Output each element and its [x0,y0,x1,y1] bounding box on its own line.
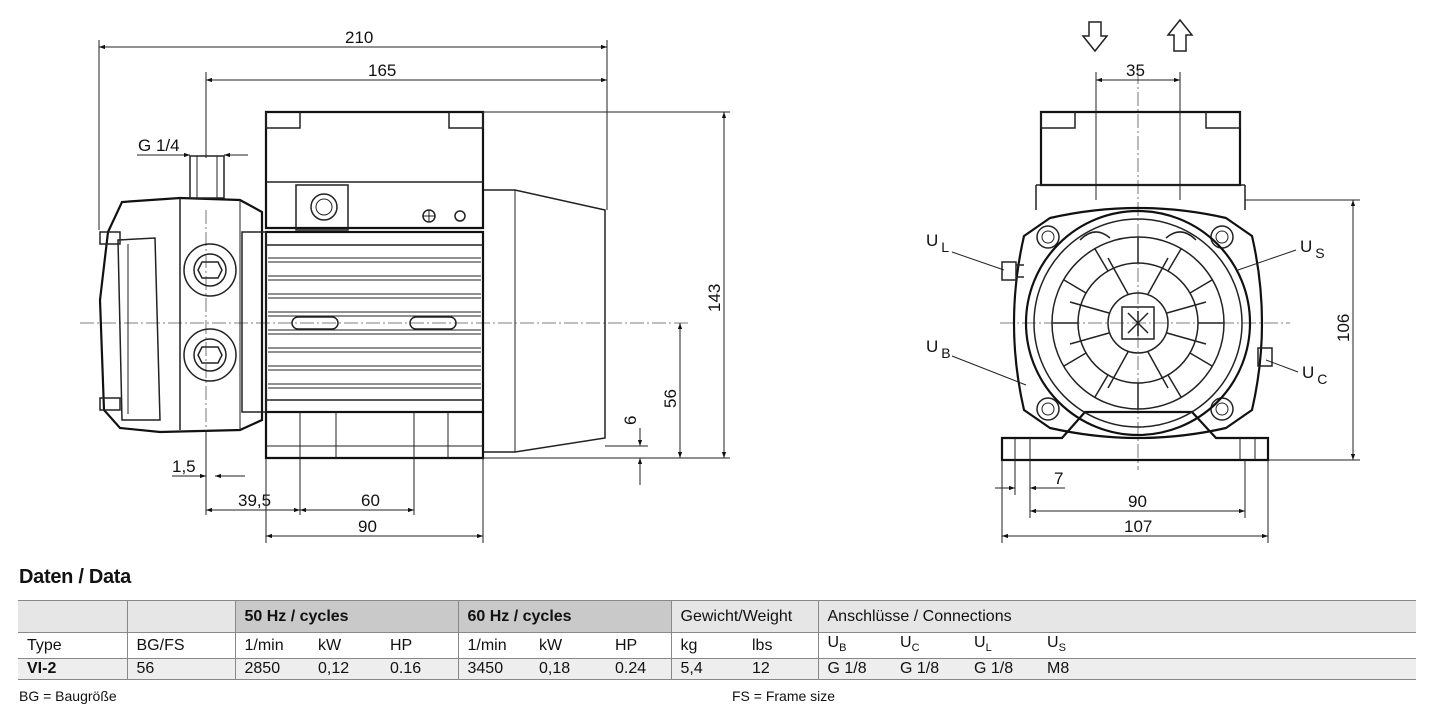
dim-60: 60 [361,491,380,510]
front-view [1000,70,1290,470]
cell-kw50: 0,12 [309,658,381,681]
col-us: US [1038,631,1416,659]
table-row: VI-2 56 2850 0,12 0.16 3450 0,18 0.24 5,… [18,658,1416,681]
cell-hp50: 0.16 [381,658,458,681]
col-type: Type [18,631,127,659]
col-ul: UL [965,631,1038,659]
col-rpm50: 1/min [234,631,309,659]
group-connections: Anschlüsse / Connections [817,600,1416,633]
technical-drawing: 210 165 G 1/4 143 56 6 1,5 39,5 60 90 [80,18,1360,543]
dim-1-5: 1,5 [172,457,196,476]
cell-hp60: 0.24 [606,658,671,681]
cell-type: VI-2 [18,658,127,681]
side-dimensions: 210 165 G 1/4 143 56 6 1,5 39,5 60 90 [98,28,730,543]
cell-rpm50: 2850 [234,658,309,681]
footnote-fs: FS = Frame size [732,688,836,704]
dim-210: 210 [345,28,373,47]
cell-kw60: 0,18 [530,658,606,681]
dim-143: 143 [705,284,724,312]
dim-90-front: 90 [1128,492,1147,511]
col-bgfs: BG/FS [126,631,235,659]
down-arrow-icon [1081,21,1109,53]
dim-56: 56 [661,389,680,408]
col-kw50: kW [309,631,381,659]
footnote-bg: BG = Baugröße [19,688,117,704]
column-header-row: Type BG/FS 1/min kW HP 1/min kW HP kg lb… [18,631,1416,659]
dim-g14: G 1/4 [138,136,180,155]
side-view [80,110,690,460]
group-weight: Gewicht/Weight [670,600,818,633]
col-rpm60: 1/min [457,631,530,659]
up-arrow-icon [1166,18,1194,52]
col-kw60: kW [530,631,606,659]
col-ub: UB [817,631,891,659]
dim-107: 107 [1124,517,1152,536]
data-table: 50 Hz / cycles 60 Hz / cycles Gewicht/We… [18,600,1416,681]
group-header-row: 50 Hz / cycles 60 Hz / cycles Gewicht/We… [18,600,1416,633]
cell-ul: G 1/8 [965,658,1038,681]
col-hp50: HP [381,631,458,659]
section-title: Daten / Data [19,566,131,588]
col-hp60: HP [606,631,671,659]
dim-165: 165 [368,61,396,80]
cell-us: M8 [1038,658,1416,681]
col-kg: kg [670,631,743,659]
dim-7: 7 [1054,469,1063,488]
group-60hz: 60 Hz / cycles [457,600,671,633]
dim-39-5: 39,5 [238,491,271,510]
cell-uc: G 1/8 [891,658,965,681]
dim-106: 106 [1334,314,1353,342]
cell-bgfs: 56 [126,658,235,681]
group-50hz: 50 Hz / cycles [234,600,458,633]
cell-lbs: 12 [743,658,818,681]
dim-35: 35 [1126,61,1145,80]
cell-rpm60: 3450 [457,658,530,681]
cell-ub: G 1/8 [817,658,891,681]
col-lbs: lbs [743,631,818,659]
cell-kg: 5,4 [670,658,743,681]
flow-arrows [1081,18,1194,53]
col-uc: UC [891,631,965,659]
dim-90: 90 [358,517,377,536]
dim-6: 6 [621,416,640,425]
